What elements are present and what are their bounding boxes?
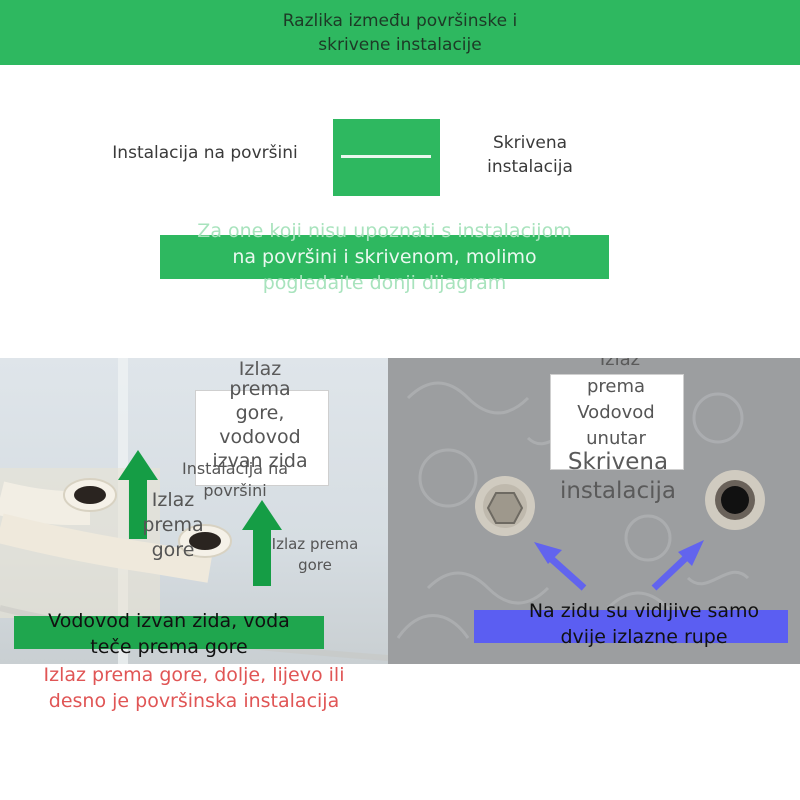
up-label-right: Izlaz prema gore bbox=[271, 535, 359, 574]
left-caption-text: prema gore, vodovod izvan zida bbox=[212, 378, 308, 472]
surface-pipes-illustration bbox=[0, 358, 388, 664]
hidden-installation-title: Skrivena instalacija bbox=[559, 449, 677, 504]
up-arrow-left-shaft bbox=[129, 478, 147, 539]
up-arrow-right-icon bbox=[242, 500, 282, 530]
notice-text: Za one koji nisu upoznati s instalacijom… bbox=[197, 220, 572, 294]
legend-line bbox=[341, 155, 431, 158]
title-line-1: Razlika između površinske i bbox=[282, 11, 518, 31]
left-caption-bar bbox=[14, 616, 324, 649]
right-caption-bar bbox=[474, 610, 788, 643]
page-title: Razlika između površinske i skrivene ins… bbox=[0, 9, 800, 57]
right-caption-box bbox=[550, 374, 684, 470]
legend-hidden-label: Skrivena instalacija bbox=[487, 133, 573, 177]
right-bottom-caption: Na zidu su vidljive samo dvije izlazne r… bbox=[528, 600, 760, 648]
up-arrow-right-shaft bbox=[253, 528, 271, 586]
header-banner bbox=[0, 0, 800, 65]
surface-overlay-label: Instalacija na površini bbox=[181, 459, 289, 500]
notice-band bbox=[160, 235, 609, 279]
left-caption-box bbox=[195, 390, 329, 486]
right-top-caption: Izlaz bbox=[599, 358, 641, 370]
title-line-2: skrivene instalacije bbox=[318, 35, 482, 55]
left-bottom-caption: Vodovod izvan zida, voda teče prema gore bbox=[48, 610, 290, 658]
right-caption-text: prema Vodovod unutar bbox=[577, 376, 655, 449]
footer-note: Izlaz prema gore, dolje, lijevo ili desn… bbox=[43, 664, 345, 712]
arrow-to-left-hole-icon bbox=[534, 542, 587, 591]
left-top-caption: Izlaz bbox=[238, 358, 282, 380]
arrow-to-right-hole-icon bbox=[651, 540, 704, 591]
hidden-installation-photo: Izlaz prema Vodovod unutar Skrivena inst… bbox=[388, 358, 800, 664]
surface-installation-photo: Izlaz prema gore, vodovod izvan zida Ins… bbox=[0, 358, 388, 664]
up-arrow-left-icon bbox=[118, 450, 158, 480]
pointer-arrows bbox=[534, 540, 704, 591]
legend-surface-label: Instalacija na površini bbox=[112, 143, 298, 163]
up-label-left: Izlaz prema gore bbox=[142, 489, 204, 561]
wall-pattern bbox=[396, 381, 765, 639]
